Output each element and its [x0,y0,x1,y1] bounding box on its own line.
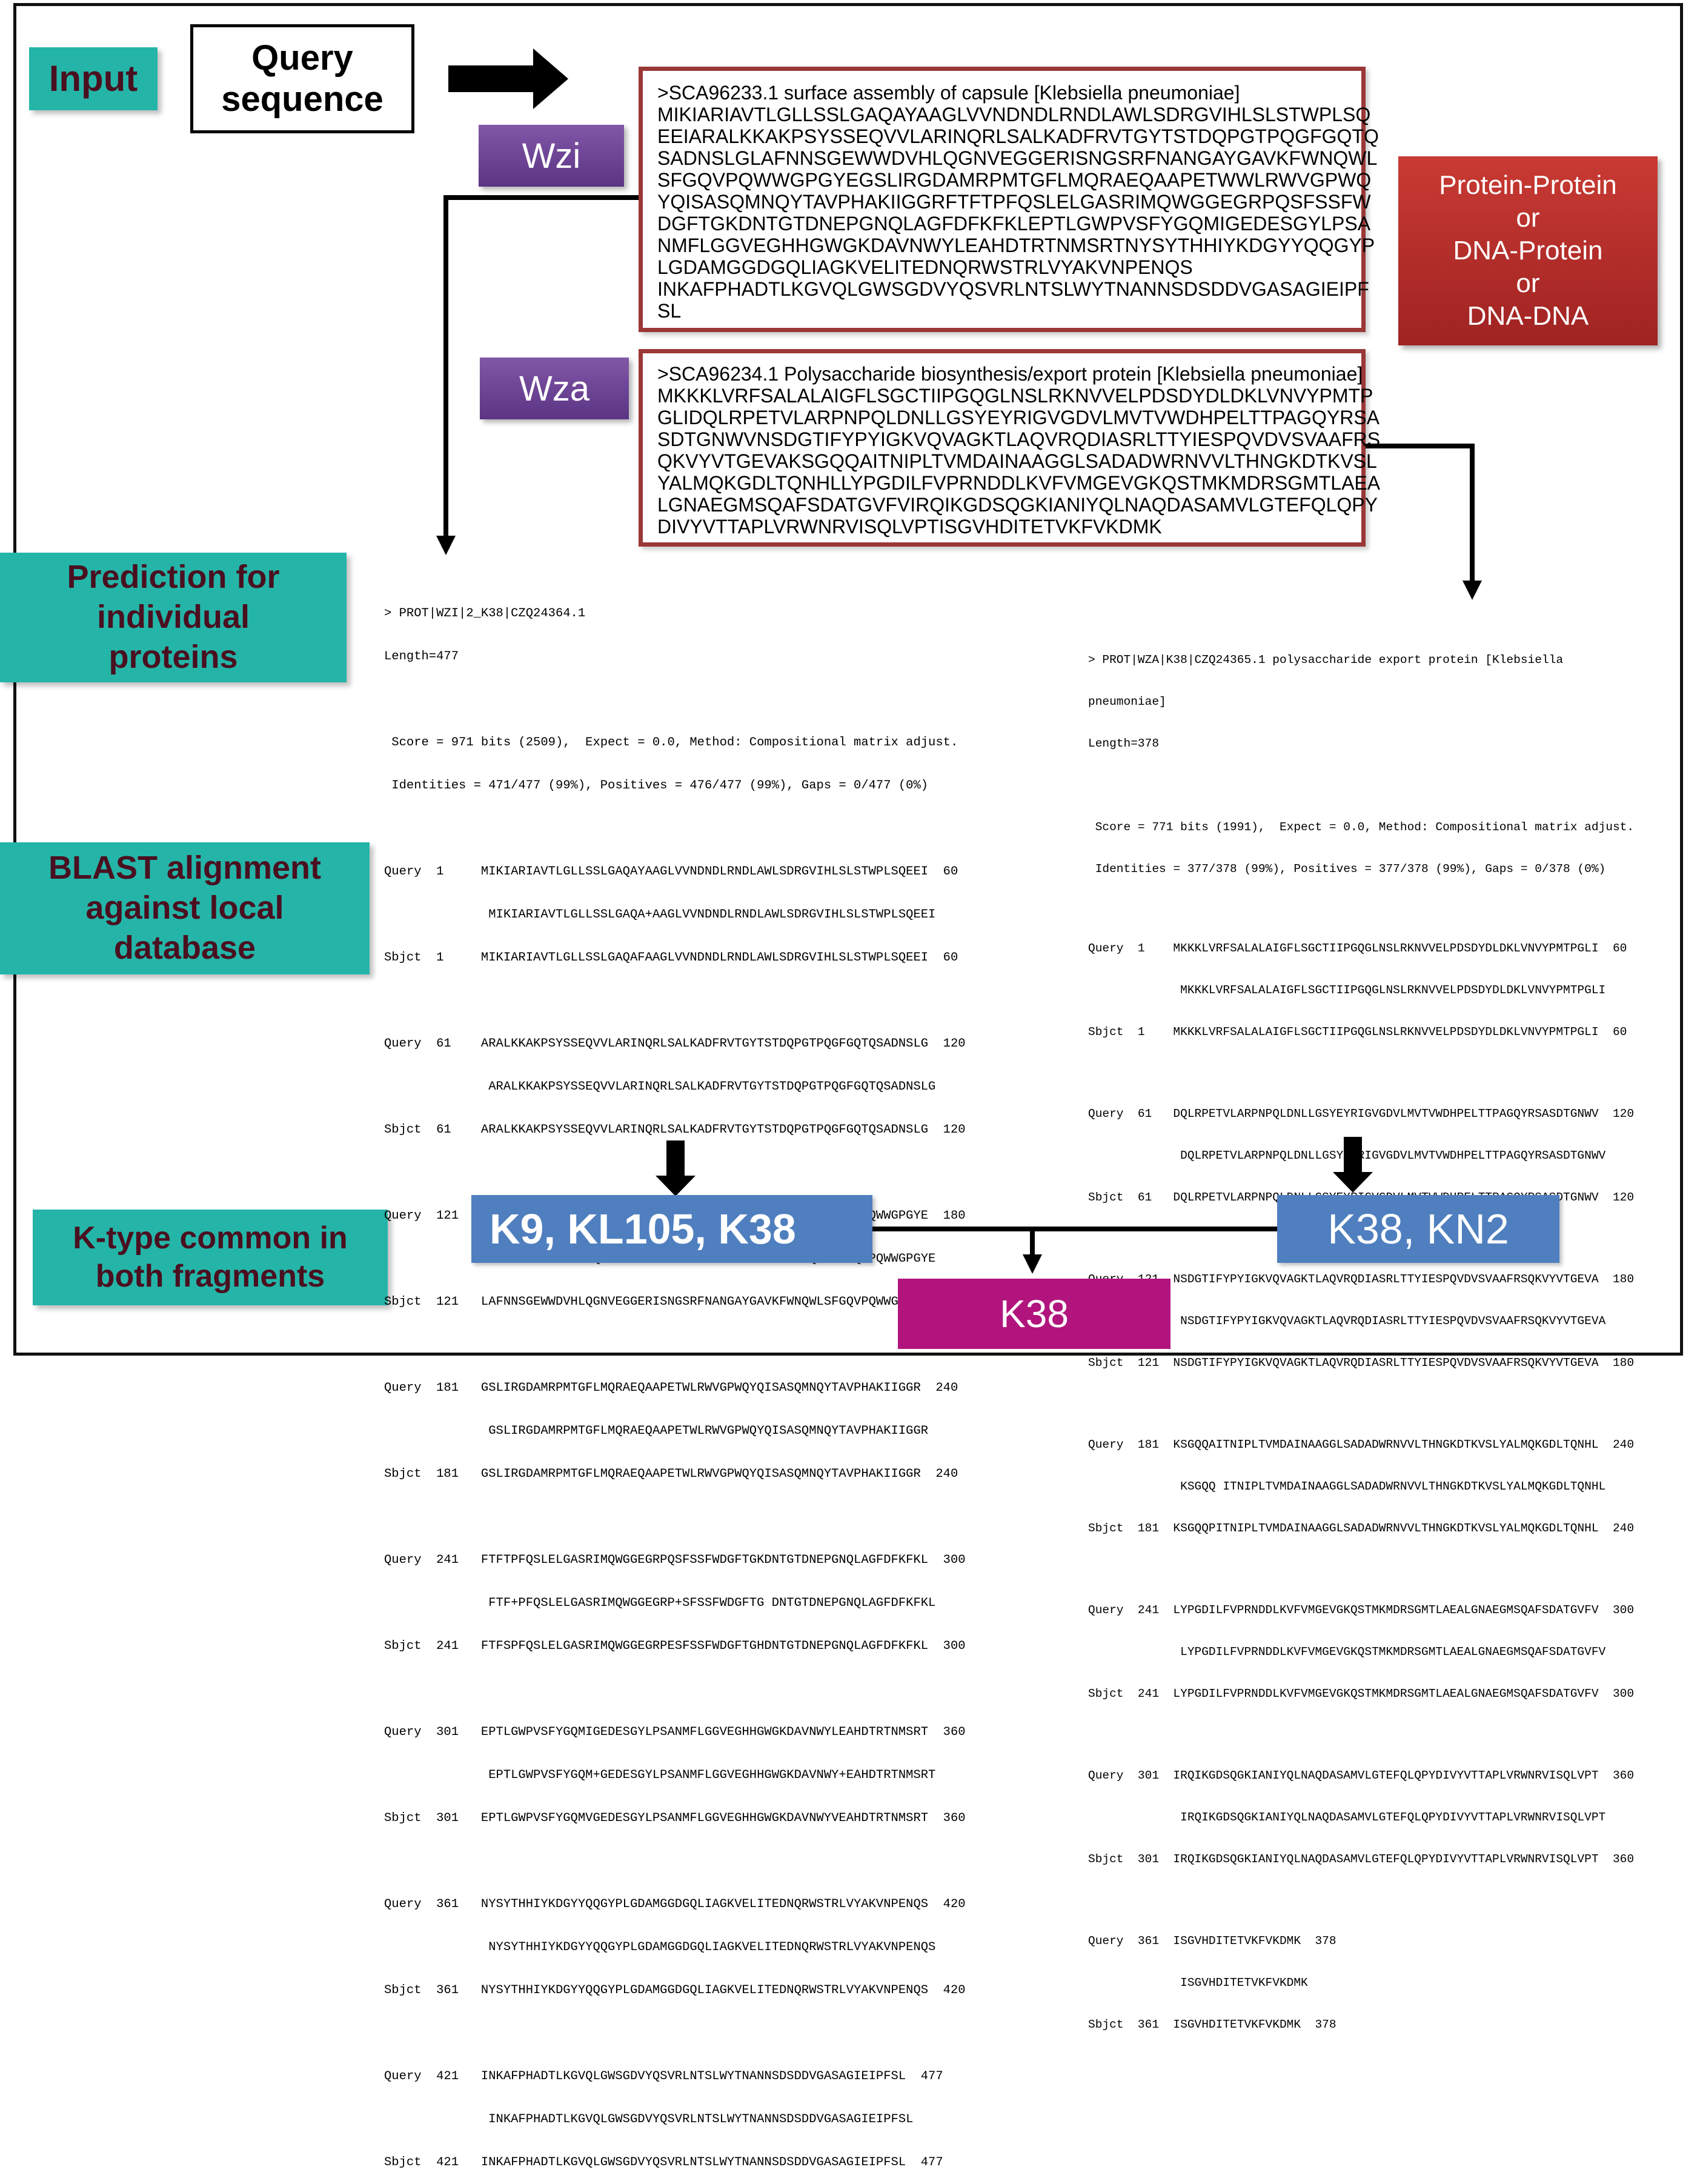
wzi-seq-line: SADNSLGLAFNNSGEWWDVHLQGNVEGGERISNGSRFNAN… [657,147,1378,169]
alignment-line: Sbjct 361 ISGVHDITETVKFVKDMK 378 [1088,2018,1336,2031]
alignment-line: NYSYTHHIYKDGYYQQGYPLGDAMGGDGQLIAGKVELITE… [384,1940,936,1954]
blast-label: BLAST alignment against local database [0,842,370,974]
input-label: Input [29,47,158,110]
wzi-seq-line: MIKIARIAVTLGLLSSLGAQAYAAGLVVNDNDLRNDLAWL… [657,104,1371,125]
alignment-line: GSLIRGDAMRPMTGFLMQRAEQAAPETWLRWVGPWQYQIS… [384,1424,929,1438]
wzi-connector [443,195,639,539]
alignment-line: Query 181 KSGQQAITNIPLTVMDAINAAGGLSADADW… [1088,1438,1635,1451]
wza-seq-line: YALMQKGDLTQNHLLYPGDILFVPRNDDLKVFVMGEVGKQ… [657,472,1381,494]
alignment-line: Query 301 EPTLGWPVSFYGQMIGEDESGYLPSANMFL… [384,1725,966,1739]
alignment-line: Query 61 DQLRPETVLARPNPQLDNLLGSYEYRIGVGD… [1088,1107,1635,1120]
wzi-seq-line: SL [657,300,682,322]
wza-connector [1366,444,1475,583]
wzi-arrowhead [436,536,456,555]
wzi-ktypes-box: K9, KL105, K38 [471,1195,872,1263]
wza-seq-line: QKVYVTGEVAKSGQQAITNIPLTVMDAINAAGGLSADADW… [657,450,1377,472]
wza-seq-line: MKKKLVRFSALALAIGFLSGCTIIPGQGLNSLRKNVVELP… [657,385,1373,407]
wzi-seq-line: YQISASQMNQYTAVPHAKIIGGRFTFTPFQSLELGASRIM… [657,191,1371,213]
alignment-line: Sbjct 241 LYPGDILFVPRNDDLKVFVMGEVGKQSTMK… [1088,1687,1635,1700]
wza-seq-line: >SCA96234.1 Polysaccharide biosynthesis/… [657,363,1363,385]
wzi-seq-line: >SCA96233.1 surface assembly of capsule … [657,82,1240,104]
common-ktype-box: K38 [898,1279,1170,1349]
alignment-line: ARALKKAKPSYSSEQVVLARINQRLSALKADFRVTGYTST… [384,1080,936,1094]
connectors [436,48,1482,1274]
blast-header-line: Length=378 [1088,737,1160,750]
wza-seq-line: DIVYVTTAPLVRWNRVISQLVPTISGVHDITETVKFVKDM… [657,516,1162,538]
wzi-seq-line: DGFTGKDNTGTDNEPGNQLAGFDFKFKLEPTLGWPVSFYG… [657,213,1371,235]
alignment-line: Query 361 ISGVHDITETVKFVKDMK 378 [1088,1934,1336,1948]
alignment-line: MIKIARIAVTLGLLSSLGAQA+AAGLVVNDNDLRNDLAWL… [384,908,936,922]
alignment-line: Sbjct 361 NYSYTHHIYKDGYYQQGYPLGDAMGGDGQL… [384,1983,966,1997]
wzi-seq-line: EEIARALKKAKPSYSSEQVVLARINQRLSALKADFRVTGY… [657,125,1379,147]
alignment-line: IRQIKGDSQGKIANIYQLNAQDASAMVLGTEFQLQPYDIV… [1088,1811,1606,1824]
wza-ktypes-box: K38, KN2 [1277,1195,1559,1263]
wzi-sequence-box: >SCA96233.1 surface assembly of capsule … [639,67,1379,332]
alignment-line: Query 241 LYPGDILFVPRNDDLKVFVMGEVGKQSTMK… [1088,1603,1635,1617]
blast-header-line: > PROT|WZA|K38|CZQ24365.1 polysaccharide… [1088,653,1564,667]
alignment-line: Query 241 FTFTPFQSLELGASRIMQWGGEGRPQSFSS… [384,1553,966,1567]
wza-label: Wza [480,358,629,419]
alignment-line: MKKKLVRFSALALAIGFLSGCTIIPGQGLNSLRKNVVELP… [1088,984,1606,997]
ktype-label: K-type common in both fragments [33,1210,388,1305]
alignment-line: EPTLGWPVSFYGQM+GEDESGYLPSANMFLGGVEGHHGWG… [384,1768,936,1782]
alignment-line: Sbjct 301 EPTLGWPVSFYGQMVGEDESGYLPSANMFL… [384,1811,966,1825]
common-ktype: K38 [1000,1292,1069,1336]
wzi-result-arrow [656,1140,696,1196]
alignment-line: Query 361 NYSYTHHIYKDGYYQQGYPLGDAMGGDGQL… [384,1897,966,1911]
alignment-line: Sbjct 181 KSGQQPITNIPLTVMDAINAAGGLSADADW… [1088,1522,1635,1535]
blast-header-line: Score = 771 bits (1991), Expect = 0.0, M… [1088,821,1635,834]
alignment-line: Sbjct 421 INKAFPHADTLKGVQLGWSGDVYQSVRLNT… [384,2156,943,2169]
wzi-ktypes: K9, KL105, K38 [490,1205,796,1253]
blast-header-line: Score = 971 bits (2509), Expect = 0.0, M… [384,736,958,750]
alignment-line: FTF+PFQSLELGASRIMQWGGEGRP+SFSSFWDGFTG DN… [384,1596,936,1610]
wzi-seq-line: INKAFPHADTLKGVQLGWSGDVYQSVRLNTSLWYTNANNS… [657,278,1369,300]
wza-seq-line: SDTGNWVNSDGTIFYPYIGKVQVAGKTLAQVRQDIASRLT… [657,428,1381,450]
alignment-line: NSDGTIFYPYIGKVQVAGKTLAQVRQDIASRLTTYIESPQ… [1088,1314,1606,1328]
alignment-line: KSGQQ ITNIPLTVMDAINAAGGLSADADWRNVVLTHNGK… [1088,1480,1606,1493]
alignment-line: LYPGDILFVPRNDDLKVFVMGEVGKQSTMKMDRSGMTLAE… [1088,1645,1606,1659]
alignment-line: Query 1 MIKIARIAVTLGLLSSLGAQAYAAGLVVNDND… [384,865,958,879]
alignment-line: Query 1 MKKKLVRFSALALAIGFLSGCTIIPGQGLNSL… [1088,942,1627,955]
alignment-line: Sbjct 301 IRQIKGDSQGKIANIYQLNAQDASAMVLGT… [1088,1853,1635,1866]
common-arrowhead [1023,1254,1042,1274]
wza-arrowhead [1463,581,1482,600]
wzi-label: Wzi [479,125,624,187]
alignment-line: Sbjct 1 MIKIARIAVTLGLLSSLGAQAFAAGLVVNDND… [384,951,958,965]
wzi-seq-line: LGDAMGGDGQLIAGKVELITEDNQRWSTRLVYAKVNPENQ… [657,256,1193,278]
wza-seq-line: GLIDQLRPETVLARPNPQLDNLLGSYEYRIGVGDVLMVTV… [657,407,1380,428]
prediction-label: Prediction for individual proteins [0,553,347,682]
interaction-type-box: Protein-Protein or DNA-Protein or DNA-DN… [1398,156,1658,345]
blast-header-line: pneumoniae] [1088,695,1166,708]
alignment-line: DQLRPETVLARPNPQLDNLLGSYEYRIGVGDVLMVTVWDH… [1180,1149,1606,1162]
wza-sequence-box: >SCA96234.1 Polysaccharide biosynthesis/… [639,349,1381,547]
wza-result-arrow [1333,1137,1373,1193]
wzi-seq-line: NMFLGGVEGHHGWGKDAVNWYLEAHDTRTNMSRTNYSYTH… [657,235,1375,256]
wzi-seq-line: SFGQVPQWWGPGYEGSLIRGDAMRPMTGFLMQRAEQAAPE… [657,169,1372,191]
alignment-line: Sbjct 181 GSLIRGDAMRPMTGFLMQRAEQAAPETWLR… [384,1467,958,1481]
blast-header-line: Identities = 471/477 (99%), Positives = … [384,779,929,793]
wza-seq-line: LGNAEGMSQAFSDATGVFVIRQIKGDSQGKIANIYQLNAQ… [657,494,1378,516]
alignment-line: Sbjct 241 FTFSPFQSLELGASRIMQWGGEGRPESFSS… [384,1639,966,1653]
alignment-line: Query 181 GSLIRGDAMRPMTGFLMQRAEQAAPETWLR… [384,1381,958,1395]
query-sequence-box: Query sequence [190,24,414,133]
blast-header-line: Identities = 377/378 (99%), Positives = … [1088,862,1606,876]
blast-header-line: > PROT|WZI|2_K38|CZQ24364.1 [384,607,586,621]
alignment-line: Sbjct 1 MKKKLVRFSALALAIGFLSGCTIIPGQGLNSL… [1088,1025,1627,1039]
input-arrow [448,48,568,109]
alignment-line: ISGVHDITETVKFVKDMK [1088,1976,1308,1989]
alignment-line: INKAFPHADTLKGVQLGWSGDVYQSVRLNTSLWYTNANNS… [384,2112,914,2126]
blast-header-line: Length=477 [384,650,459,664]
alignment-line: Query 301 IRQIKGDSQGKIANIYQLNAQDASAMVLGT… [1088,1769,1635,1782]
alignment-line: Sbjct 61 ARALKKAKPSYSSEQVVLARINQRLSALKAD… [384,1123,966,1137]
alignment-line: Query 61 ARALKKAKPSYSSEQVVLARINQRLSALKAD… [384,1037,966,1051]
wza-ktypes: K38, KN2 [1327,1205,1509,1253]
alignment-line: Query 421 INKAFPHADTLKGVQLGWSGDVYQSVRLNT… [384,2069,943,2083]
